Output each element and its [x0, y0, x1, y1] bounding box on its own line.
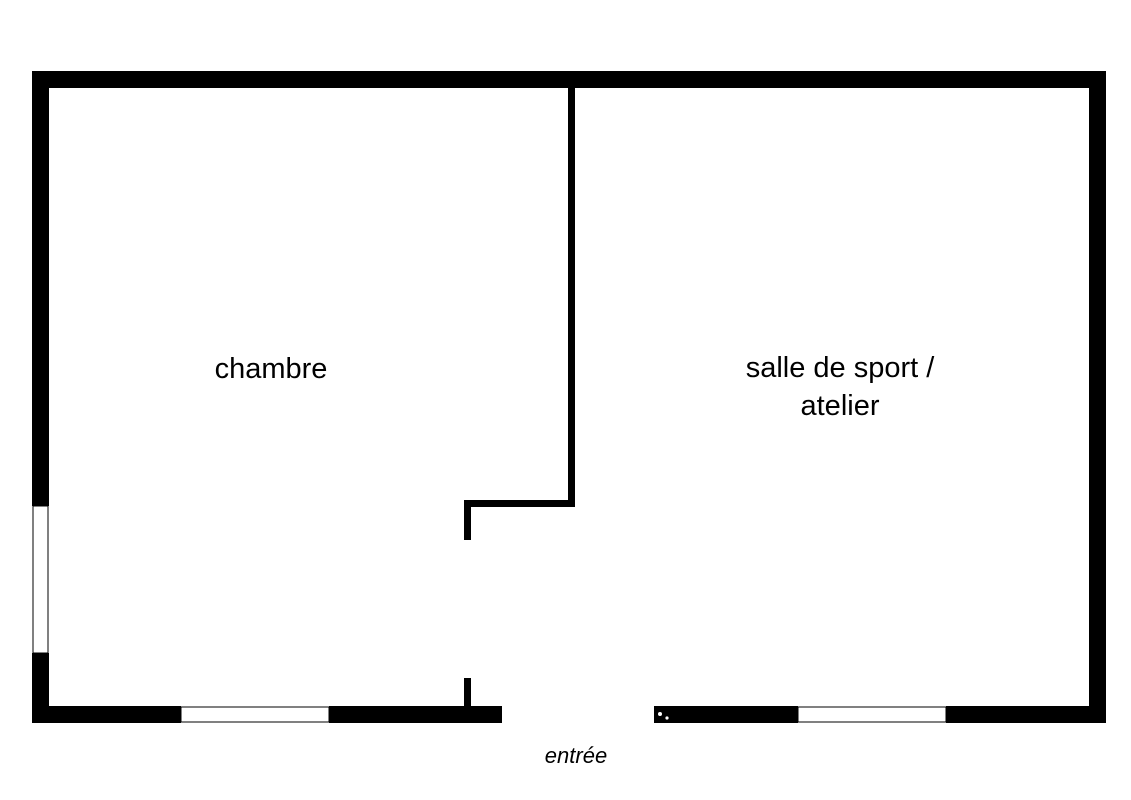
room-label-chambre: chambre: [215, 353, 328, 385]
marker-dot: [658, 712, 662, 716]
partition-horizontal: [464, 500, 575, 507]
wall-bottom-right-a: [654, 706, 798, 723]
wall-left-upper: [32, 71, 49, 506]
outer-walls: [32, 71, 1106, 723]
entrance-markers: [658, 712, 669, 720]
door-jamb-lower: [464, 678, 471, 708]
room-label-sport-line2: atelier: [801, 390, 880, 422]
wall-top: [32, 71, 1106, 88]
wall-right: [1089, 71, 1106, 723]
window-bottom-left: [180, 706, 330, 723]
wall-bottom-right-b: [946, 706, 1106, 723]
window-bottom-right: [797, 706, 947, 723]
door-jamb-upper: [464, 500, 471, 540]
wall-bottom-left-a: [32, 706, 181, 723]
partition-vertical: [568, 86, 575, 507]
interior-walls: [464, 86, 575, 708]
room-label-sport-line1: salle de sport /: [746, 352, 936, 384]
wall-bottom-left-b: [329, 706, 502, 723]
wall-left-lower: [32, 653, 49, 723]
window-left: [32, 505, 49, 654]
windows: [32, 505, 947, 723]
marker-dot: [665, 716, 669, 720]
entrance-label: entrée: [545, 743, 607, 768]
